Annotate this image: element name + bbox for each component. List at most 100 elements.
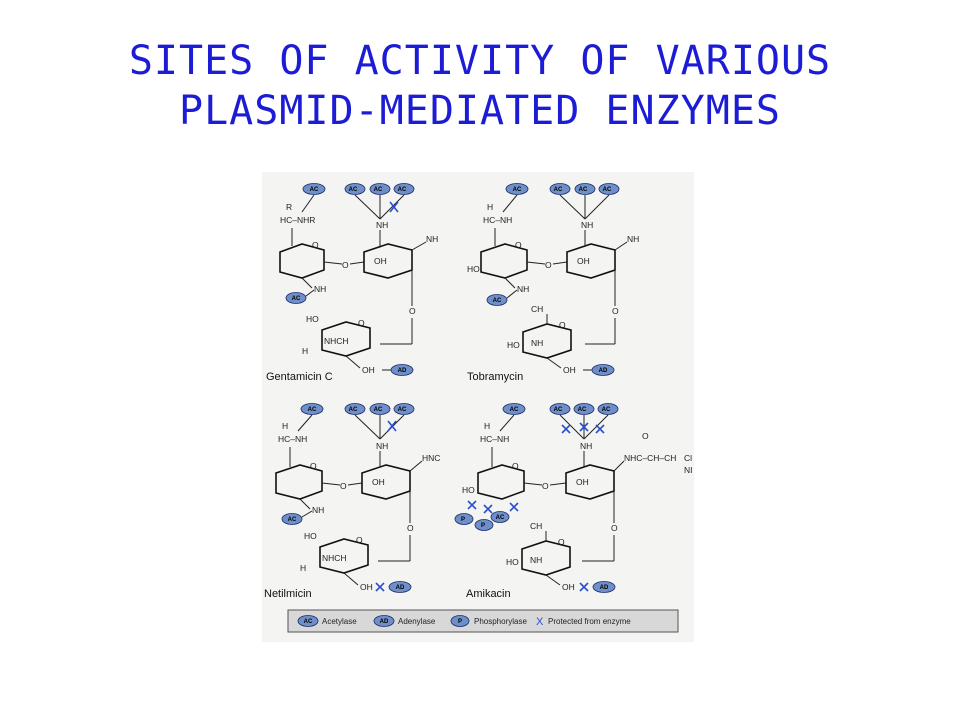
enzyme-label: AC [493, 298, 502, 304]
ring-oxygen-label: O [512, 461, 519, 471]
nh2-label: NH [517, 284, 529, 294]
enzyme-label: AC [513, 187, 522, 193]
panel-amikacin: AC AC AC AC H HC–NH NH O NHC–CH–CH Cl NI… [454, 403, 693, 600]
ac-ii-enzyme-icon [369, 183, 391, 195]
diagram-svg: AC AC AC AC R HC–NHR NH NH O O OH NH [264, 183, 693, 633]
drug-name-gentamicin: Gentamicin C [266, 371, 333, 383]
glycosidic-oxygen-label: O [409, 306, 416, 316]
enzyme-label: P [461, 517, 465, 523]
ac-ii-enzyme-icon [369, 403, 391, 415]
legend-phosphorylase: Phosphorylase [474, 617, 527, 626]
oh-label: OH [563, 365, 576, 375]
hcnh2-label: HC–NH [278, 434, 307, 444]
ad-enzyme-icon [388, 581, 412, 593]
oh-label: OH [360, 582, 373, 592]
ho-label: HO [306, 314, 319, 324]
glycosidic-oxygen-label: O [342, 260, 349, 270]
ring-oxygen-label: O [559, 320, 566, 330]
glycosidic-oxygen-label: O [340, 481, 347, 491]
ad-enzyme-icon [390, 364, 414, 376]
oh-label: OH [562, 582, 575, 592]
legend-ac-icon [297, 615, 319, 627]
aminoglycoside-diagram: AC AC AC AC R HC–NHR NH NH O O OH NH [262, 172, 694, 642]
enzyme-label: AD [396, 585, 405, 591]
ac-enzyme-icon [302, 183, 326, 195]
hcnhr-label: HC–NHR [280, 215, 315, 225]
drug-name-tobramycin: Tobramycin [467, 371, 523, 383]
oh-label: OH [374, 256, 387, 266]
enzyme-label: AD [599, 368, 608, 374]
enzyme-label: AC [398, 407, 407, 413]
ac-iii-enzyme-icon [393, 403, 415, 415]
hcnh2-label: HC–NH [480, 434, 509, 444]
ac-enzyme-icon [281, 513, 303, 525]
h-label: H [282, 421, 288, 431]
title-line-2: PLASMID-MEDIATED ENZYMES [179, 88, 781, 134]
enzyme-label: AC [554, 187, 563, 193]
nh2-label: NH [376, 220, 388, 230]
enzyme-label: P [458, 619, 462, 625]
enzyme-label: AD [600, 585, 609, 591]
nh2-label: NH [426, 234, 438, 244]
oh-label: OH [577, 256, 590, 266]
ac-iii-enzyme-icon [598, 183, 620, 195]
nh2-label: NH [627, 234, 639, 244]
hnc2h5-label: HNC [422, 453, 440, 463]
enzyme-label: AC [349, 407, 358, 413]
ho-label: HO [506, 557, 519, 567]
ac-i-enzyme-icon [344, 183, 366, 195]
nh2-label: NH [531, 338, 543, 348]
nh2-label: NH [530, 555, 542, 565]
drug-name-netilmicin: Netilmicin [264, 588, 312, 600]
ring-oxygen-label: O [515, 240, 522, 250]
ring-oxygen-label: O [558, 537, 565, 547]
nh2-label: NH [376, 441, 388, 451]
ac-ii-enzyme-icon [573, 403, 595, 415]
enzyme-label: AC [579, 187, 588, 193]
enzyme-label: AC [554, 407, 563, 413]
panel-tobramycin: AC AC AC AC H HC–NH NH NH O HO O OH NH A… [467, 183, 639, 383]
amikacin-side-chain-label: NHC–CH–CH [624, 453, 676, 463]
carbonyl-oxygen-label: O [642, 431, 649, 441]
ac-enzyme-icon [285, 292, 307, 304]
ac-enzyme-icon [300, 403, 324, 415]
enzyme-label: AC [496, 515, 505, 521]
panel-gentamicin: AC AC AC AC R HC–NHR NH NH O O OH NH [266, 183, 438, 383]
h-label: H [487, 202, 493, 212]
ac-i-enzyme-icon [549, 183, 571, 195]
glycosidic-oxygen-label: O [545, 260, 552, 270]
oh-label: OH [362, 365, 375, 375]
r1-label: R [286, 202, 292, 212]
title-line-1: SITES OF ACTIVITY OF VARIOUS [128, 38, 832, 84]
ac-enzyme-icon [490, 511, 510, 523]
enzyme-label: AC [374, 407, 383, 413]
p-i-enzyme-icon [454, 513, 474, 525]
nhch3-label: NHCH [324, 336, 349, 346]
nh2-label: NH [581, 220, 593, 230]
enzyme-label: AC [292, 296, 301, 302]
ac-ii-enzyme-icon [574, 183, 596, 195]
enzyme-label: AC [578, 407, 587, 413]
panel-netilmicin: AC AC AC AC H HC–NH NH HNC O O OH NH AC … [264, 403, 440, 600]
glycosidic-oxygen-label: O [407, 523, 414, 533]
enzyme-label: AD [398, 368, 407, 374]
ho-label: HO [304, 531, 317, 541]
glycosidic-oxygen-label: O [612, 306, 619, 316]
ac-i-enzyme-icon [344, 403, 366, 415]
hcnh2-label: HC–NH [483, 215, 512, 225]
ho-label: HO [462, 485, 475, 495]
slide-title: SITES OF ACTIVITY OF VARIOUS PLASMID-MED… [0, 36, 960, 136]
oh-label: OH [576, 477, 589, 487]
enzyme-label: P [481, 523, 485, 529]
ac-iii-enzyme-icon [597, 403, 619, 415]
legend-adenylase: Adenylase [398, 617, 436, 626]
enzyme-label: AC [304, 619, 313, 625]
ac-enzyme-icon [505, 183, 529, 195]
ring-oxygen-label: O [312, 240, 319, 250]
nh2-label: NH [312, 505, 324, 515]
ring-oxygen-label: O [310, 461, 317, 471]
ch2oh-label: CH [531, 304, 543, 314]
ni-label: NI [684, 465, 693, 475]
ad-enzyme-icon [591, 364, 615, 376]
legend-x-icon: X [536, 616, 544, 628]
